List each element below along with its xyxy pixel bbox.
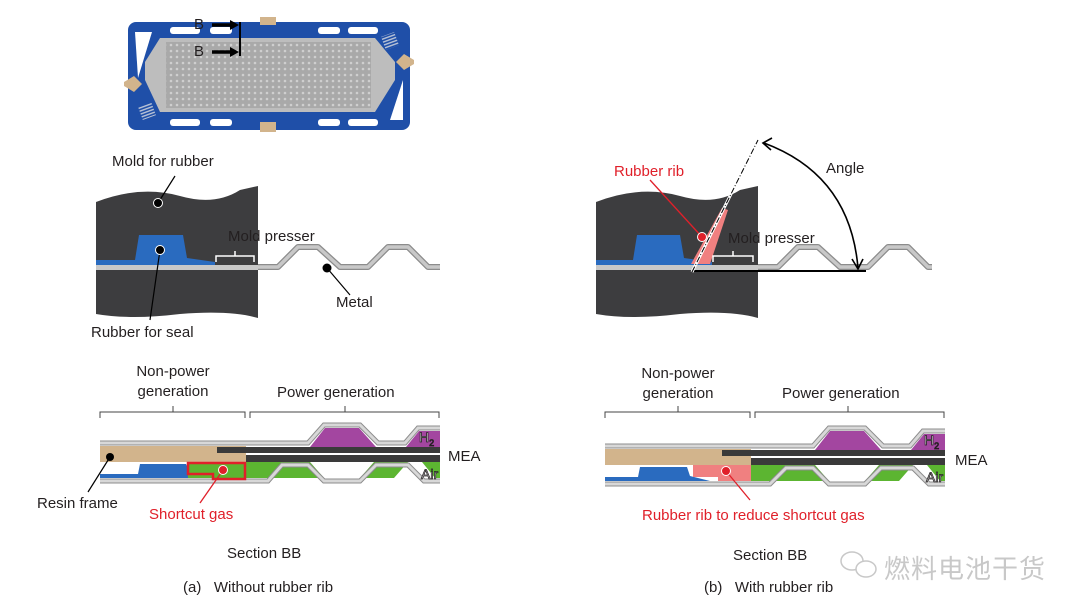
- power-generation-label: Power generation: [782, 385, 900, 402]
- rubber-for-seal: [605, 467, 710, 481]
- non-power-line1: Non-power: [641, 365, 715, 382]
- mea: [217, 447, 440, 453]
- rubber-for-seal: [100, 464, 210, 478]
- leader-dot: [721, 466, 731, 476]
- metal-separator: [758, 245, 932, 269]
- air-label: Air: [421, 466, 439, 482]
- arrow-right-icon: [230, 47, 239, 57]
- h2-label: H2: [419, 429, 435, 448]
- mold-presser-bracket: [712, 251, 754, 262]
- leader-dot: [218, 465, 228, 475]
- rubber-rib-shortcut-label: Rubber rib to reduce shortcut gas: [642, 507, 865, 524]
- h2-channel: [310, 428, 376, 447]
- mold-presser-label: Mold presser: [728, 230, 815, 247]
- section-marker-bottom: B: [194, 43, 205, 60]
- h2-text: H: [924, 432, 935, 448]
- caption-a: (a) Without rubber rib: [183, 579, 334, 596]
- panel-a-section-bb: [87, 406, 440, 504]
- non-power-line2: generation: [642, 385, 714, 402]
- rubber-for-seal: [596, 235, 712, 265]
- separator-plate-illustration: [124, 17, 414, 132]
- arrowhead-icon: [851, 258, 864, 271]
- rib-axis-line: [691, 139, 759, 273]
- h2-subscript: 2: [429, 437, 435, 448]
- h2-channel: [815, 431, 881, 450]
- leader-dot: [106, 453, 114, 461]
- positioning-tab: [260, 17, 276, 25]
- h2-text: H: [419, 429, 430, 445]
- mold-presser-bracket: [215, 251, 255, 262]
- caption-b: (b) With rubber rib: [704, 579, 834, 596]
- leader-dot: [322, 263, 332, 273]
- air-channel: [927, 465, 945, 481]
- h2-channel: [406, 431, 440, 447]
- active-area: [166, 42, 371, 108]
- positioning-tab: [260, 122, 276, 132]
- rubber-for-seal-label: Rubber for seal: [91, 324, 194, 341]
- section-bb-label: Section BB: [227, 545, 302, 562]
- rubber-rib-label: Rubber rib: [614, 163, 685, 180]
- shortcut-gas-highlight: [186, 461, 247, 481]
- h2-channel: [911, 434, 945, 450]
- air-channel: [422, 462, 440, 478]
- mold-presser-label: Mold presser: [228, 228, 315, 245]
- metal-separator: [258, 245, 440, 269]
- panel-b-section-bb: [604, 406, 945, 501]
- resin-frame: [605, 449, 751, 465]
- shortcut-gas-label: Shortcut gas: [149, 506, 234, 523]
- resin-frame: [100, 446, 246, 462]
- watermark-text: 燃料电池干货: [884, 555, 1047, 585]
- non-power-label: Non-power generation: [623, 366, 733, 401]
- panel-a-mold-section: [96, 175, 440, 321]
- h2-label: H2: [924, 432, 940, 451]
- angle-label: Angle: [826, 160, 865, 177]
- leader-dot: [697, 232, 707, 242]
- positioning-tab: [124, 76, 142, 92]
- manifold-vent: [381, 32, 399, 50]
- chat-bubble-icon: [840, 551, 877, 578]
- resin-frame-label: Resin frame: [37, 495, 118, 512]
- mea-label: MEA: [448, 448, 481, 465]
- power-generation-label: Power generation: [277, 384, 395, 401]
- non-power-line1: Non-power: [136, 363, 210, 380]
- section-marker-top: B: [194, 16, 205, 33]
- non-power-label: Non-power generation: [118, 364, 228, 399]
- mold-for-rubber-label: Mold for rubber: [112, 153, 214, 170]
- air-label: Air: [926, 469, 944, 485]
- manifold-vent: [138, 102, 156, 120]
- panel-b-mold-section: [596, 137, 932, 318]
- h2-subscript: 2: [934, 440, 940, 451]
- positioning-tab: [396, 54, 414, 70]
- mea: [722, 450, 945, 456]
- arrowhead-icon: [761, 137, 773, 151]
- arrow-right-icon: [230, 20, 239, 30]
- metal-label: Metal: [336, 294, 373, 311]
- mea-label: MEA: [955, 452, 988, 469]
- leader-dot: [155, 245, 165, 255]
- leader-dot: [153, 198, 163, 208]
- non-power-line2: generation: [137, 383, 209, 400]
- angle-arc: [763, 142, 859, 269]
- section-bb-label: Section BB: [733, 547, 808, 564]
